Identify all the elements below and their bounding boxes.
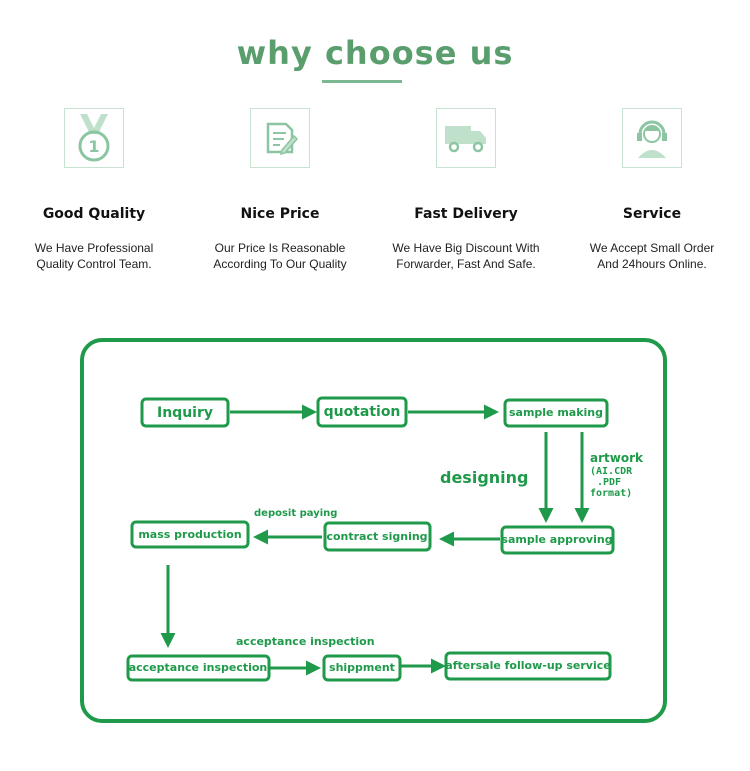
acceptance-inspection-note: acceptance inspection: [236, 635, 375, 648]
step-shippment: shippment: [322, 654, 402, 682]
step-label: acceptance inspection: [129, 661, 268, 674]
feature-title: Fast Delivery: [414, 206, 518, 222]
feature-desc-line: Our Price Is Reasonable: [214, 241, 346, 255]
feature-desc-line: Forwarder, Fast And Safe.: [396, 257, 536, 271]
heading-underline: [322, 80, 402, 83]
deposit-paying-label: deposit paying: [254, 508, 337, 519]
step-label: contract signing: [326, 530, 427, 543]
feature-nice-price: Nice Price Our Price Is Reasonable Accor…: [190, 108, 370, 272]
process-flow-frame: [80, 338, 667, 723]
feature-desc-line: We Accept Small Order: [589, 241, 715, 255]
medal-icon: 1: [64, 108, 124, 168]
step-quotation: quotation: [316, 396, 408, 428]
step-label: sample approving: [501, 533, 612, 546]
artwork-formats-line: format): [590, 488, 632, 499]
feature-good-quality: 1 Good Quality We Have Professional Qual…: [4, 108, 184, 272]
artwork-formats-line: (AI.CDR: [590, 466, 633, 477]
feature-desc-line: And 24hours Online.: [597, 257, 707, 271]
artwork-formats-line: .PDF: [597, 477, 621, 488]
step-label: shippment: [329, 661, 395, 674]
page-heading: why choose us: [236, 34, 514, 72]
feature-desc-line: Quality Control Team.: [36, 257, 152, 271]
step-label: quotation: [324, 404, 401, 420]
feature-service: Service We Accept Small Order And 24hour…: [562, 108, 742, 272]
feature-fast-delivery: Fast Delivery We Have Big Discount With …: [376, 108, 556, 272]
feature-title: Service: [622, 206, 682, 222]
feature-description: We Accept Small Order And 24hours Online…: [562, 240, 742, 272]
feature-description: Our Price Is Reasonable According To Our…: [190, 240, 370, 272]
step-aftersale-service: aftersale follow-up service: [444, 651, 612, 681]
step-label: Inquiry: [157, 405, 213, 421]
feature-title: Nice Price: [240, 206, 320, 222]
feature-description: We Have Professional Quality Control Tea…: [4, 240, 184, 272]
artwork-label: artwork: [590, 451, 644, 465]
headset-agent-icon: [622, 108, 682, 168]
step-sample-making: sample making: [503, 398, 609, 428]
feature-desc-line: We Have Professional: [34, 241, 154, 255]
step-acceptance-inspection: acceptance inspection: [126, 654, 271, 682]
feature-desc-line: We Have Big Discount With: [392, 241, 540, 255]
step-contract-signing: contract signing: [323, 521, 432, 552]
svg-text:1: 1: [88, 137, 99, 156]
truck-icon: [436, 108, 496, 168]
feature-desc-line: According To Our Quality: [213, 257, 347, 271]
step-label: sample making: [509, 406, 603, 419]
designing-label: designing: [440, 468, 528, 487]
feature-title: Good Quality: [42, 206, 146, 222]
step-sample-approving: sample approving: [500, 525, 615, 555]
step-label: aftersale follow-up service: [445, 659, 610, 672]
document-pen-icon: [250, 108, 310, 168]
step-inquiry: Inquiry: [140, 397, 230, 428]
feature-description: We Have Big Discount With Forwarder, Fas…: [376, 240, 556, 272]
step-mass-production: mass production: [130, 520, 250, 549]
step-label: mass production: [138, 528, 241, 541]
